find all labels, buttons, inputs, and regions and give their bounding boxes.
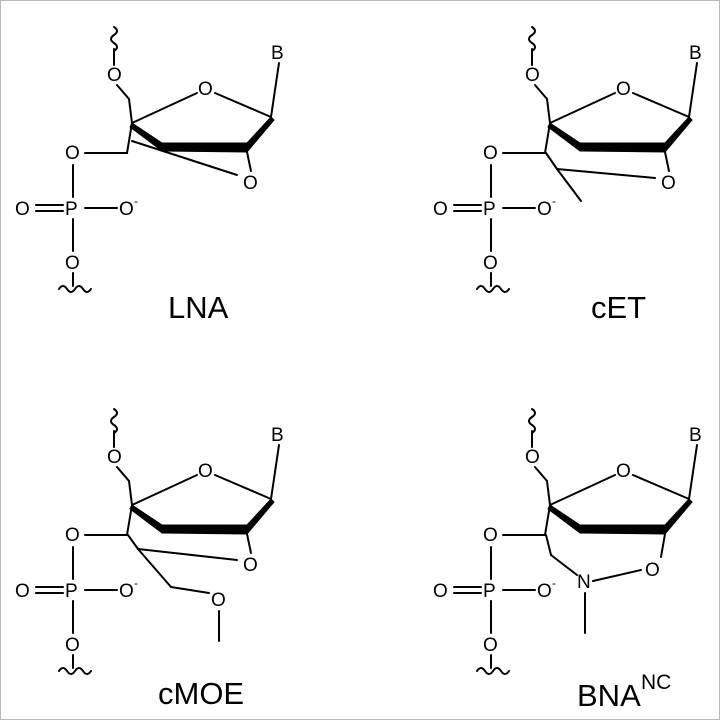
- atom-o5: O: [525, 65, 540, 86]
- ring-wedge-left: [547, 504, 581, 534]
- structure-cmoe: O O B O O O P O O - O cMOE: [15, 408, 284, 711]
- atom-o-double: O: [433, 581, 448, 602]
- atom-o3: O: [483, 525, 498, 546]
- caption-bnanc-superscript: NC: [641, 671, 671, 694]
- wavy-bond-top: [528, 26, 536, 52]
- atom-ring-o: O: [198, 461, 213, 482]
- atom-o-minus: O: [119, 581, 134, 602]
- atom-o-minus: O: [537, 581, 552, 602]
- caption-cet: cET: [591, 290, 646, 325]
- atom-o5: O: [107, 447, 122, 468]
- atom-o-lower: O: [65, 635, 80, 656]
- structure-lna: O O B O O P O O - O LNA: [15, 26, 284, 325]
- atom-o-double: O: [15, 581, 30, 602]
- atom-o-minus: O: [119, 199, 134, 220]
- ring-wedge-right: [246, 498, 275, 535]
- charge-minus: -: [134, 194, 138, 208]
- ring-wedge-right: [664, 116, 693, 153]
- atom-n: N: [577, 572, 591, 593]
- atom-base: B: [271, 43, 284, 64]
- wavy-bond-bottom: [58, 667, 92, 675]
- atom-ring-o: O: [616, 461, 631, 482]
- ring-wedge-left: [129, 122, 163, 152]
- ring-wedge-right: [664, 498, 693, 535]
- charge-minus: -: [552, 194, 556, 208]
- wavy-bond-top: [110, 408, 118, 434]
- ring-wedge-front: [161, 142, 248, 153]
- ring-wedge-front: [579, 142, 666, 153]
- ring-wedge-left: [547, 122, 581, 152]
- atom-base: B: [689, 425, 702, 446]
- charge-minus: -: [134, 576, 138, 590]
- charge-minus: -: [552, 576, 556, 590]
- atom-o5: O: [525, 447, 540, 468]
- atom-p: P: [483, 199, 496, 220]
- structure-bnanc: O O B O N O P O O - O BNA NC: [433, 408, 702, 713]
- caption-lna: LNA: [168, 290, 229, 325]
- atom-bridge-o: O: [243, 173, 258, 194]
- atom-ring-o: O: [616, 79, 631, 100]
- ring-wedge-right: [246, 116, 275, 153]
- atom-o3: O: [65, 525, 80, 546]
- structure-cet: O O B O O P O O - O cET: [433, 26, 702, 325]
- wavy-bond-bottom: [476, 285, 510, 293]
- ring-wedge-front: [161, 524, 248, 535]
- atom-base: B: [689, 43, 702, 64]
- atom-o3: O: [65, 143, 80, 164]
- atom-o-double: O: [15, 199, 30, 220]
- wavy-bond-top: [110, 26, 118, 52]
- atom-p: P: [65, 199, 78, 220]
- ring-wedge-left: [129, 504, 163, 534]
- atom-p: P: [65, 581, 78, 602]
- caption-cmoe: cMOE: [158, 676, 244, 711]
- atom-o-minus: O: [537, 199, 552, 220]
- wavy-bond-top: [528, 408, 536, 434]
- atom-o-double: O: [433, 199, 448, 220]
- atom-o5: O: [107, 65, 122, 86]
- atom-bridge-o: O: [661, 173, 676, 194]
- atom-o3: O: [483, 143, 498, 164]
- ring-wedge-front: [579, 524, 666, 535]
- atom-p: P: [483, 581, 496, 602]
- atom-o-lower: O: [483, 253, 498, 274]
- atom-bridge-o: O: [645, 560, 660, 581]
- atom-base: B: [271, 425, 284, 446]
- atom-methoxy-o: O: [211, 590, 226, 611]
- atom-bridge-o: O: [243, 555, 258, 576]
- atom-o-lower: O: [483, 635, 498, 656]
- atom-o-lower: O: [65, 253, 80, 274]
- atom-ring-o: O: [198, 79, 213, 100]
- caption-bnanc: BNA: [577, 678, 641, 713]
- wavy-bond-bottom: [476, 667, 510, 675]
- wavy-bond-bottom: [58, 285, 92, 293]
